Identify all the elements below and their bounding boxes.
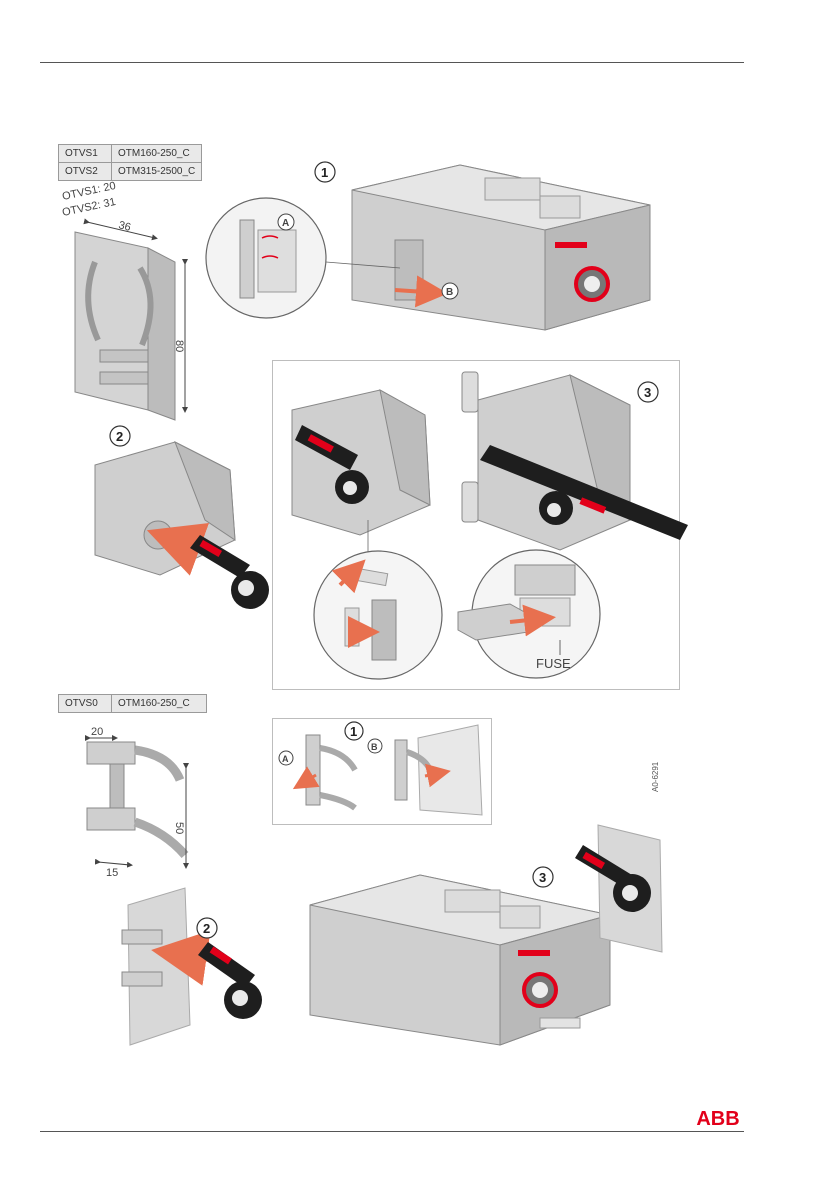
footer-rule xyxy=(40,1131,744,1132)
abb-logo: ABB xyxy=(692,1107,744,1129)
bottom-switch-drawing xyxy=(310,875,610,1045)
callout-a-bottom: A xyxy=(282,754,289,764)
bracket-mount-drawing: A B 1 xyxy=(279,722,482,815)
step1-switch-drawing: A B 1 xyxy=(206,162,650,330)
dim-height-50: 50 xyxy=(173,822,185,834)
fuse-label: FUSE xyxy=(536,656,571,671)
bracket-drawing-top: OTVS1: 20 OTVS2: 31 36 80 xyxy=(61,180,185,420)
figure-code: A0-6291 xyxy=(651,762,660,792)
callout-b: B xyxy=(446,287,453,298)
step-2-label: 2 xyxy=(116,429,123,444)
step-2-label-bottom: 2 xyxy=(203,921,210,936)
abb-logo-text: ABB xyxy=(696,1108,739,1129)
step2-panel-handle-drawing: 2 xyxy=(122,888,262,1045)
step-1-label-bottom: 1 xyxy=(350,724,357,739)
step-1-label: 1 xyxy=(321,165,328,180)
bracket-drawing-bottom: 20 50 15 xyxy=(87,726,186,879)
step-3-label-top: 3 xyxy=(644,385,651,400)
step-3-label-bottom: 3 xyxy=(539,870,546,885)
callout-a: A xyxy=(282,218,289,229)
dim-offset-15: 15 xyxy=(106,867,118,879)
dim-width-20: 20 xyxy=(91,726,103,738)
fuse-install-drawing: 3 FUSE xyxy=(292,372,688,679)
dim-height-80: 80 xyxy=(173,340,185,352)
step2-handle-drawing: 2 xyxy=(95,426,269,609)
callout-b-bottom: B xyxy=(371,742,378,752)
